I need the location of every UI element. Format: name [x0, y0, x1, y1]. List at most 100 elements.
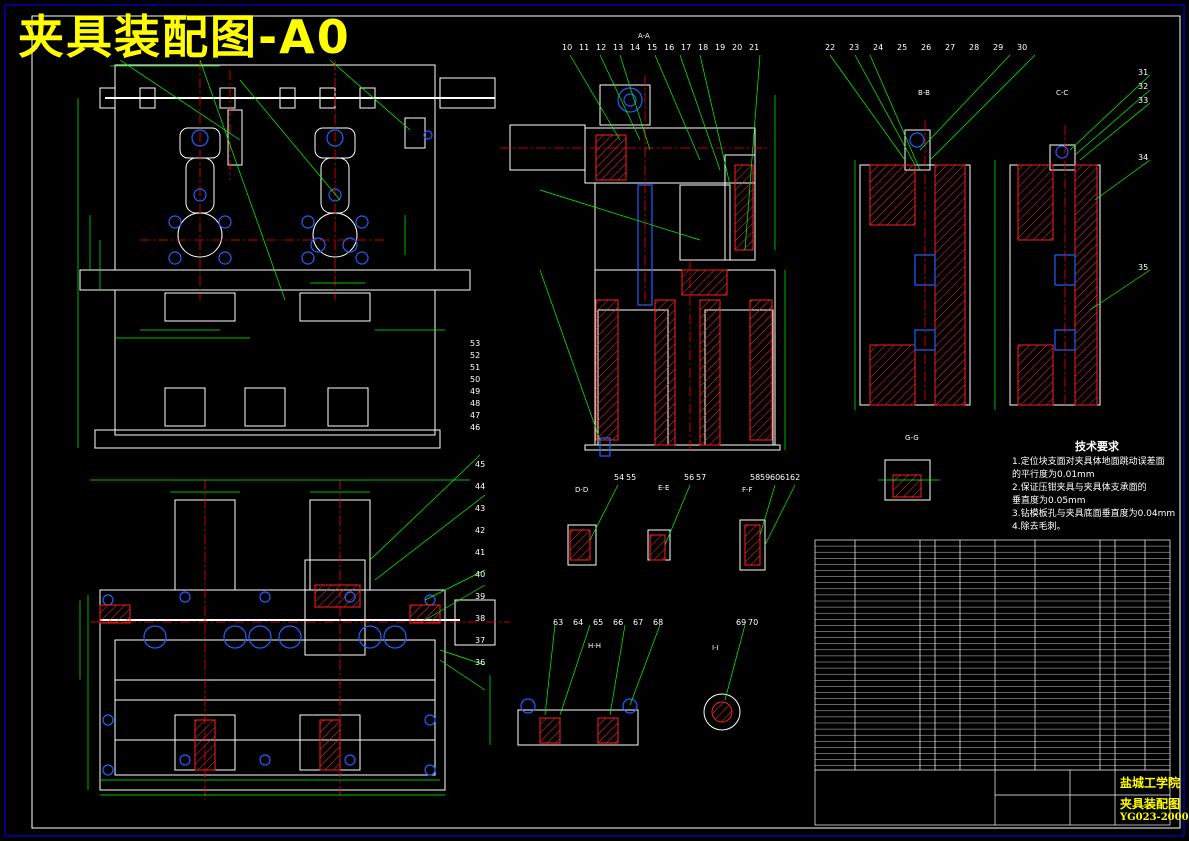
part-balloon: 23	[849, 43, 859, 52]
drawing-border-inner	[31, 15, 1181, 829]
part-balloon: 49	[470, 387, 480, 396]
section-aa-hatch	[595, 134, 773, 446]
label-section-dd: D-D	[575, 486, 588, 494]
parts-list-table	[814, 539, 1171, 826]
part-balloon: 14	[630, 43, 640, 52]
part-balloon: 31	[1138, 68, 1148, 77]
part-balloon: 10	[562, 43, 572, 52]
tech-req-line: 2.保证压钳夹具与夹具体支承面的	[1012, 483, 1147, 493]
part-balloon: 32	[1138, 82, 1148, 91]
part-balloon: 18	[698, 43, 708, 52]
part-balloon: 58	[750, 473, 760, 482]
detail-parts	[520, 698, 638, 714]
part-balloon: 70	[748, 618, 758, 627]
part-balloon: 36	[475, 658, 485, 667]
part-balloon: 37	[475, 636, 485, 645]
part-balloon: 68	[653, 618, 663, 627]
part-balloon: 11	[579, 43, 589, 52]
label-section-hh: H-H	[588, 642, 601, 650]
part-balloon: 12	[596, 43, 606, 52]
part-balloon: 34	[1138, 153, 1148, 162]
part-balloon: 15	[647, 43, 657, 52]
part-balloon: 63	[553, 618, 563, 627]
part-balloon: 69	[736, 618, 746, 627]
label-section-gg: G-G	[905, 434, 919, 442]
label-section-ff: F-F	[742, 486, 753, 494]
drawing-title: 夹具装配图-A0	[18, 10, 351, 64]
part-balloon: 21	[749, 43, 759, 52]
front-view-blue-parts	[168, 129, 433, 265]
section-cc-hatch	[1017, 164, 1098, 406]
part-balloon: 62	[790, 473, 800, 482]
part-balloon: 50	[470, 375, 480, 384]
drawing-border-outer	[4, 4, 1185, 837]
section-aa-centerlines	[500, 75, 770, 450]
part-balloon: 17	[681, 43, 691, 52]
part-balloon: 46	[470, 423, 480, 432]
part-balloon: 26	[921, 43, 931, 52]
part-balloon: 16	[664, 43, 674, 52]
section-aa-view	[509, 84, 781, 451]
part-balloon: 48	[470, 399, 480, 408]
tech-req-line: 的平行度为0.01mm	[1012, 470, 1095, 480]
section-bb-hatch	[869, 164, 966, 406]
technical-requirements: 技术要求 1.定位块支面对夹具体地面跳动误差面 的平行度为0.01mm 2.保证…	[1012, 440, 1182, 534]
part-balloon: 66	[613, 618, 623, 627]
tech-req-line: 1.定位块支面对夹具体地面跳动误差面	[1012, 457, 1165, 467]
label-section-ee: E-E	[658, 484, 669, 492]
part-balloon: 51	[470, 363, 480, 372]
plan-view-dimensions	[79, 454, 486, 796]
tech-req-line: 3.钻模板孔与夹具底面垂直度为0.04mm	[1012, 509, 1176, 519]
part-balloon: 29	[993, 43, 1003, 52]
title-block-school: 盐城工学院	[1120, 776, 1181, 790]
part-balloon: 54	[614, 473, 624, 482]
tech-req-line: 垂直度为0.05mm	[1012, 496, 1086, 506]
detail-leaders	[489, 479, 940, 745]
part-balloon: 60	[770, 473, 780, 482]
label-section-cc: C-C	[1056, 89, 1068, 97]
title-block-drawing-name: 夹具装配图	[1120, 797, 1181, 811]
part-balloon: 40	[475, 570, 485, 579]
part-balloon: 42	[475, 526, 485, 535]
section-cc-view	[1009, 144, 1101, 406]
technical-requirements-heading: 技术要求	[1075, 440, 1119, 453]
plan-view-centerlines	[90, 480, 510, 800]
part-balloon: 45	[475, 460, 485, 469]
part-balloon: 65	[593, 618, 603, 627]
part-balloon: 25	[897, 43, 907, 52]
part-balloon: 43	[475, 504, 485, 513]
part-balloon: 19	[715, 43, 725, 52]
part-balloon: 33	[1138, 96, 1148, 105]
front-view-dimensions	[77, 59, 445, 448]
part-balloon: 24	[873, 43, 883, 52]
label-section-bb: B-B	[918, 89, 930, 97]
part-balloon: 55	[626, 473, 636, 482]
part-balloon: 41	[475, 548, 485, 557]
front-view-centerlines	[140, 60, 385, 300]
part-balloon: 53	[470, 339, 480, 348]
part-balloon: 47	[470, 411, 480, 420]
title-block-drawing-code: YG023-2000	[1120, 812, 1189, 823]
part-balloon: 57	[696, 473, 706, 482]
part-balloon: 30	[1017, 43, 1027, 52]
part-balloon: 22	[825, 43, 835, 52]
label-section-aa: A-A	[638, 32, 650, 40]
part-balloon: 59	[760, 473, 770, 482]
part-balloon: 61	[780, 473, 790, 482]
part-balloon: 52	[470, 351, 480, 360]
part-balloon: 20	[732, 43, 742, 52]
part-balloon: 56	[684, 473, 694, 482]
part-balloon: 67	[633, 618, 643, 627]
detail-hatch	[539, 474, 922, 744]
part-balloon: 13	[613, 43, 623, 52]
tech-req-line: 4.除去毛刺。	[1012, 522, 1066, 532]
part-balloon: 38	[475, 614, 485, 623]
plan-view	[99, 499, 496, 791]
section-aa-leaders	[539, 54, 786, 450]
part-balloon: 27	[945, 43, 955, 52]
front-view	[79, 64, 496, 449]
